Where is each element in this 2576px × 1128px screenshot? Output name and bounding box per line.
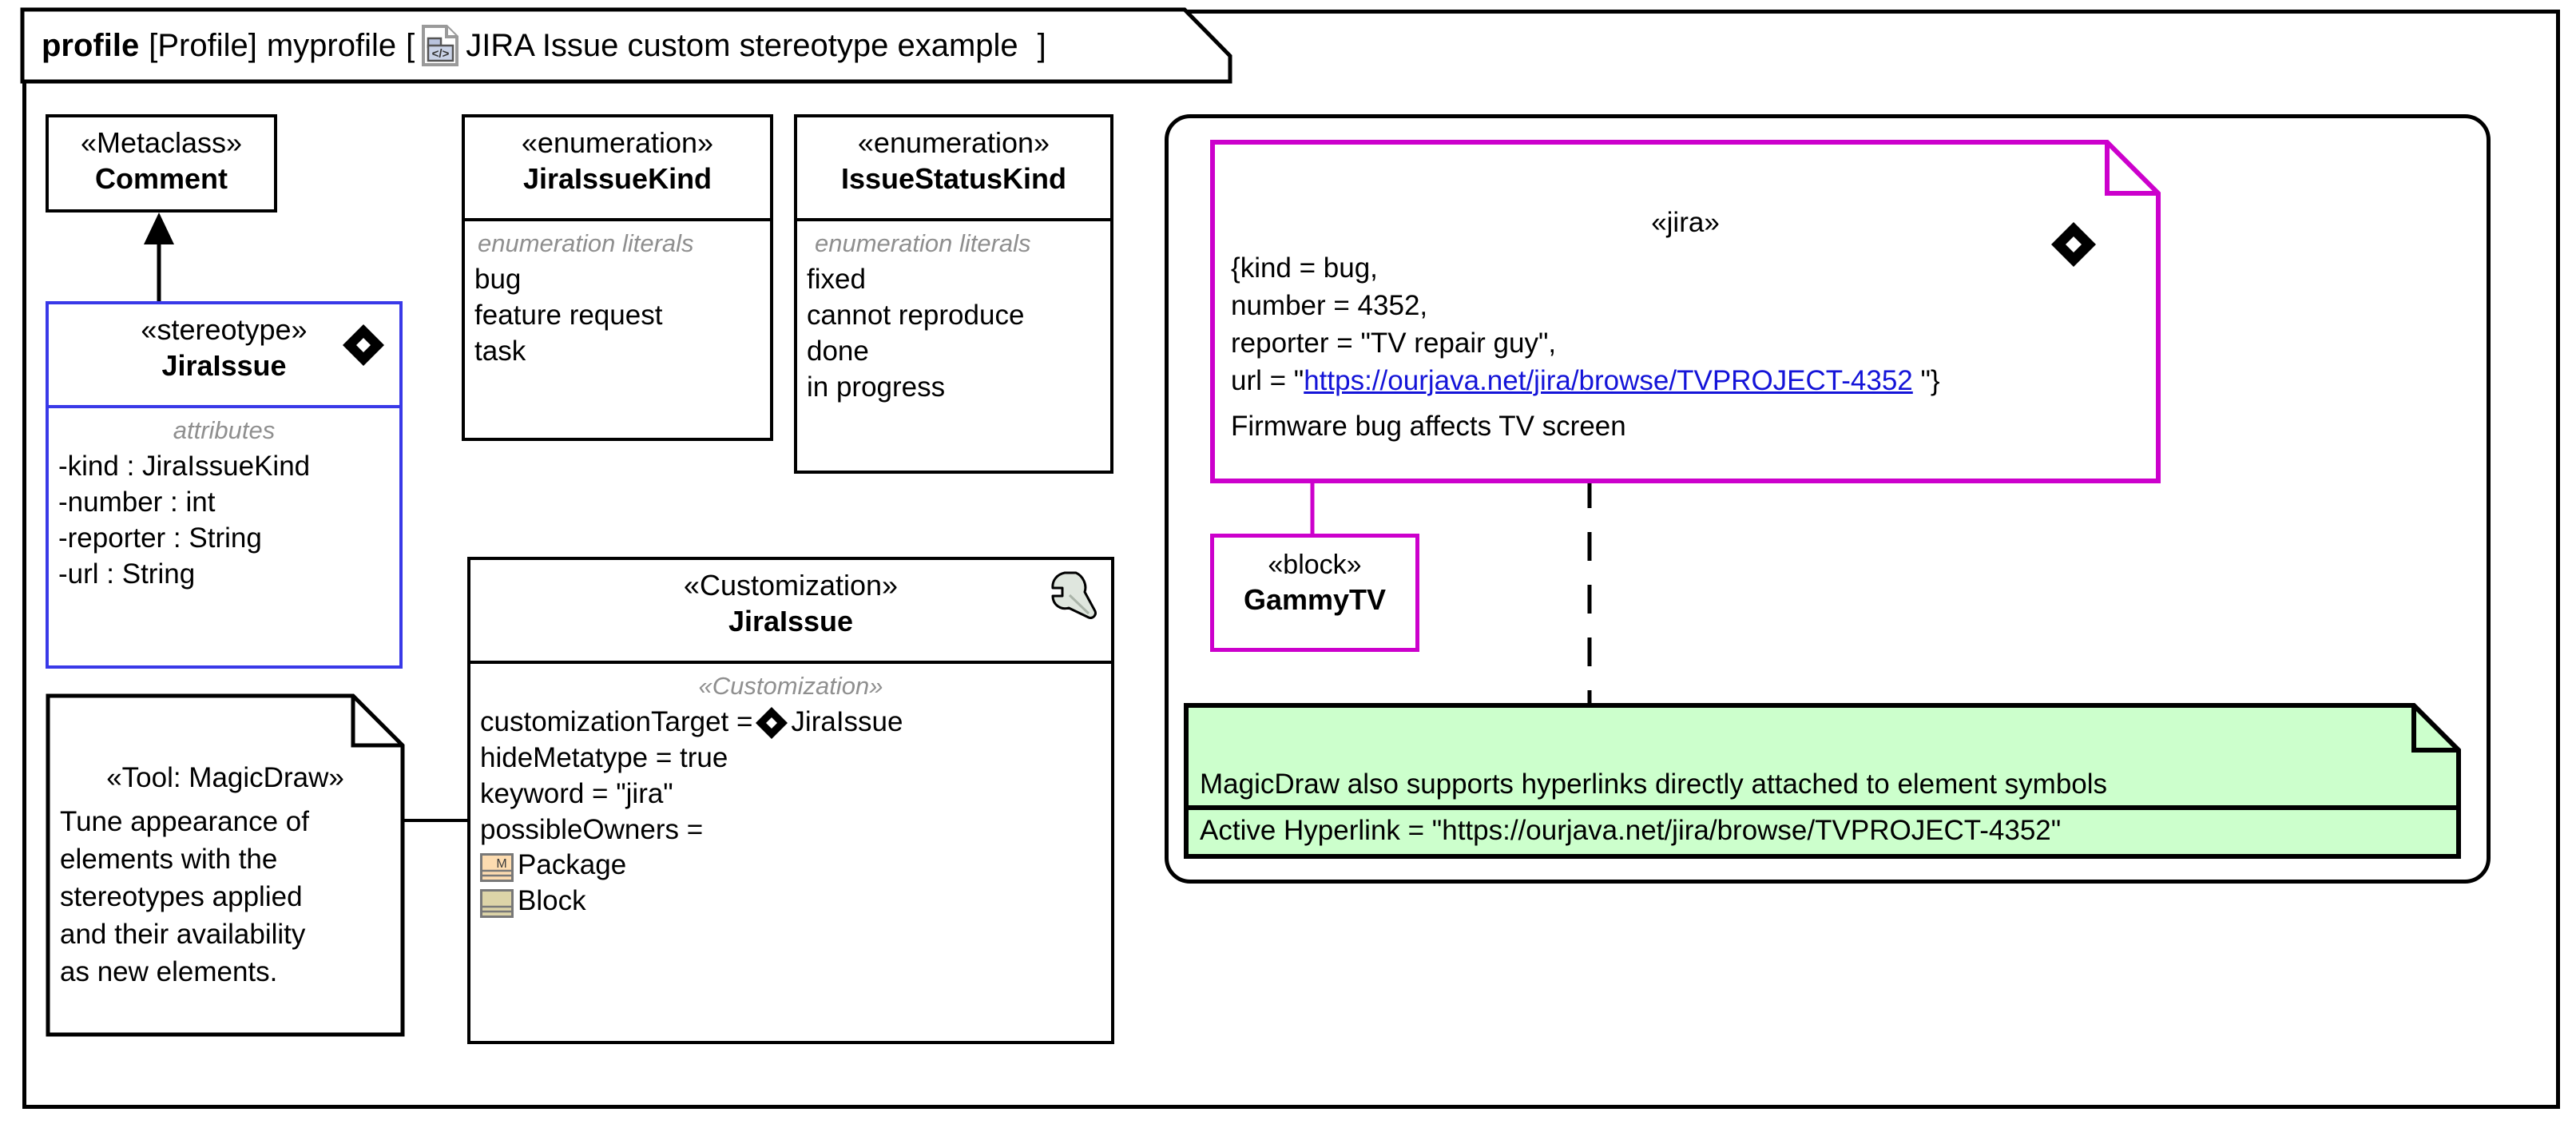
attribute-row: -reporter : String — [58, 522, 262, 554]
tool-magicdraw-note[interactable]: «Tool: MagicDraw» Tune appearance of ele… — [46, 693, 405, 1037]
enumeration-literals-label: enumeration literals — [815, 228, 1031, 257]
active-hyperlink-note[interactable]: MagicDraw also supports hyperlinks direc… — [1184, 703, 2462, 859]
attribute-row: -kind : JiraIssueKind — [58, 451, 311, 483]
metaclass-comment-name: Comment — [94, 161, 228, 195]
package-metaclass-icon: M — [480, 852, 515, 882]
customization-compartment-label: «Customization» — [698, 671, 883, 700]
jira-note-url-suffix: "} — [1912, 364, 1940, 396]
enum-issuestatuskind-name: IssueStatusKind — [840, 161, 1067, 195]
enum-issuestatuskind-literals: enumeration literals fixed cannot reprod… — [797, 221, 1110, 413]
diagram-frame-header: profile [Profile] myprofile [ </> JIRA I… — [20, 7, 1238, 84]
svg-text:</>: </> — [432, 47, 450, 61]
customization-property-row: hideMetatype = true — [480, 742, 728, 773]
svg-text:M: M — [496, 857, 506, 871]
attribute-row: -url : String — [58, 558, 196, 590]
stereotype-jiraissue-header: «stereotype» JiraIssue — [49, 304, 399, 393]
enumeration-issuestatuskind-box[interactable]: «enumeration» IssueStatusKind enumeratio… — [794, 114, 1113, 474]
jira-note-line: number = 4352, — [1231, 289, 1428, 321]
note-anchor-line — [402, 816, 474, 824]
active-hyperlink-value[interactable]: Active Hyperlink = "https://ourjava.net/… — [1200, 815, 2062, 846]
jira-note-stereotype: «jira» — [1651, 207, 1720, 238]
stereotype-attributes-compartment: attributes -kind : JiraIssueKind -number… — [49, 408, 399, 600]
enum-literal-row: done — [807, 335, 869, 367]
enum-literal-row: bug — [474, 264, 522, 296]
wrench-icon — [1047, 570, 1098, 622]
frame-bracket-close: ] — [1037, 27, 1046, 63]
tool-note-line: and their availability — [60, 918, 306, 950]
possible-owner-row: Block — [480, 884, 1101, 919]
customization-properties-compartment: «Customization» customizationTarget = Ji… — [470, 664, 1111, 927]
frame-diagram-name: JIRA Issue custom stereotype example — [466, 27, 1018, 63]
note-attachment-line — [1308, 479, 1316, 537]
tool-note-line: elements with the — [60, 843, 278, 875]
tool-note-title: «Tool: MagicDraw» — [106, 762, 344, 793]
block-gammytv-box[interactable]: «block» GammyTV — [1210, 534, 1419, 652]
possible-owner-label: Block — [518, 885, 586, 917]
enumeration-jiraissuekind-box[interactable]: «enumeration» JiraIssueKind enumeration … — [462, 114, 773, 441]
hyperlink-note-text: MagicDraw also supports hyperlinks direc… — [1200, 769, 2108, 800]
enum-literal-row: in progress — [807, 371, 946, 403]
customization-stereotype: «Customization» — [683, 569, 899, 602]
jira-note-line: reporter = "TV repair guy", — [1231, 327, 1557, 359]
enum-issuestatuskind-stereotype: «enumeration» — [857, 126, 1050, 159]
stereotype-diamond-icon — [340, 322, 387, 368]
jira-note-url-row: url = "https://ourjava.net/jira/browse/T… — [1231, 363, 2140, 400]
customization-jiraissue-box[interactable]: «Customization» JiraIssue «Customization… — [467, 557, 1114, 1044]
customization-property-row: possibleOwners = — [480, 813, 704, 845]
tool-note-line: stereotypes applied — [60, 880, 303, 912]
block-gammytv-name: GammyTV — [1243, 583, 1387, 617]
metaclass-comment-header: «Metaclass» Comment — [49, 117, 274, 206]
stereotype-jiraissue-box[interactable]: «stereotype» JiraIssue attributes -kind … — [46, 301, 403, 669]
metaclass-comment-stereotype: «Metaclass» — [80, 126, 243, 159]
tool-note-line: Tune appearance of — [60, 806, 309, 837]
enum-literal-row: fixed — [807, 264, 866, 296]
customization-header: «Customization» JiraIssue — [470, 560, 1111, 649]
enum-jiraissuekind-literals: enumeration literals bug feature request… — [465, 221, 770, 378]
metaclass-comment-box[interactable]: «Metaclass» Comment — [46, 114, 277, 212]
block-metaclass-icon — [480, 888, 515, 918]
enum-jiraissuekind-name: JiraIssueKind — [522, 161, 712, 195]
customization-target-label: customizationTarget = — [480, 706, 753, 738]
attribute-row: -number : int — [58, 487, 216, 518]
enum-jiraissuekind-header: «enumeration» JiraIssueKind — [465, 117, 770, 206]
jira-issue-hyperlink[interactable]: https://ourjava.net/jira/browse/TVPROJEC… — [1304, 364, 1913, 396]
enum-literal-row: cannot reproduce — [807, 300, 1025, 331]
jira-note-url-prefix: url = " — [1231, 364, 1304, 396]
tool-note-line: as new elements. — [60, 955, 278, 987]
enum-jiraissuekind-stereotype: «enumeration» — [521, 126, 714, 159]
frame-bracket-open: [ — [406, 27, 415, 63]
stereotype-jiraissue-name: JiraIssue — [161, 348, 287, 382]
enum-literal-row: task — [474, 335, 526, 367]
block-gammytv-header: «block» GammyTV — [1214, 538, 1415, 627]
enumeration-literals-label: enumeration literals — [478, 228, 694, 257]
customization-target-row: customizationTarget = JiraIssue — [480, 705, 1101, 741]
block-gammytv-stereotype: «block» — [1268, 550, 1362, 580]
diagram-frame-title: profile [Profile] myprofile [ </> JIRA I… — [42, 10, 1046, 81]
enum-literal-row: feature request — [474, 300, 663, 331]
stereotype-diamond-icon — [754, 706, 789, 739]
customization-name: JiraIssue — [728, 604, 854, 637]
jira-instance-note[interactable]: «jira» {kind = bug, number = 4352, repor… — [1210, 140, 2161, 483]
frame-profile-name: myprofile — [266, 27, 397, 63]
possible-owner-row: M Package — [480, 848, 1101, 884]
frame-keyword: profile — [42, 27, 140, 63]
stereotype-jiraissue-stereotype: «stereotype» — [141, 313, 308, 346]
profile-document-icon: </> — [422, 25, 459, 66]
possible-owner-label: Package — [518, 849, 627, 881]
jira-note-body: Firmware bug affects TV screen — [1231, 410, 1626, 442]
customization-property-row: keyword = "jira" — [480, 777, 673, 809]
enum-issuestatuskind-header: «enumeration» IssueStatusKind — [797, 117, 1110, 206]
customization-target-value: JiraIssue — [791, 706, 903, 738]
attributes-label: attributes — [173, 415, 276, 444]
frame-qualifier: [Profile] — [149, 27, 257, 63]
jira-note-line: {kind = bug, — [1231, 252, 1378, 284]
hyperlink-anchor-dashed-line — [1586, 479, 1594, 711]
generalization-arrow — [136, 211, 184, 305]
